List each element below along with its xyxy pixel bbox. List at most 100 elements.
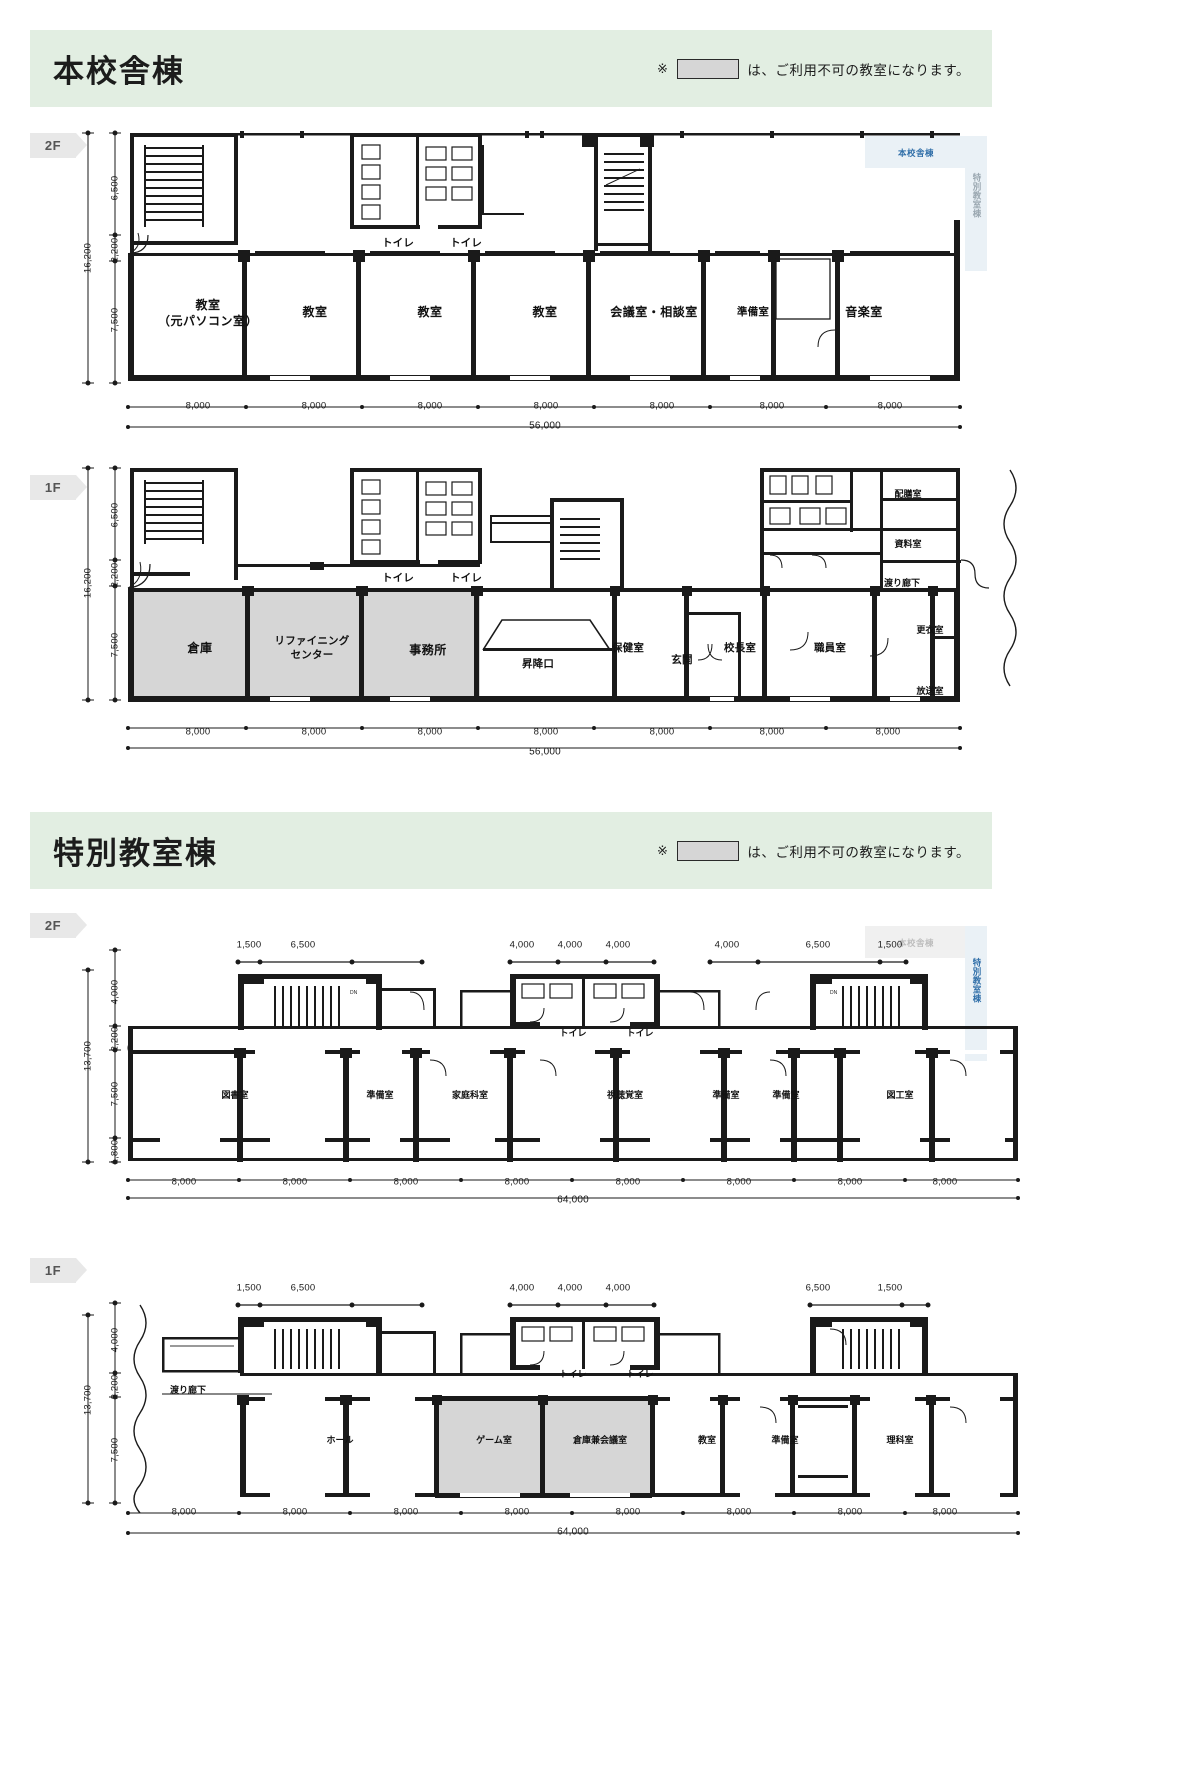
dim-main1f-vert-2: 7,500 (109, 632, 121, 658)
room-label-sp2f-1: 準備室 (366, 1089, 394, 1100)
dim-main1f-bay-4: 8,000 (649, 726, 675, 738)
dim-main1f-vert-total: 16,200 (82, 567, 94, 599)
room-label-main1f-5: 玄関 (671, 653, 693, 666)
room-label-main1f-0: 倉庫 (187, 640, 213, 655)
svg-text:DN: DN (350, 990, 358, 996)
keymap-label-special-2: 特別教室棟 (972, 958, 982, 1003)
note-mark-icon-2: ※ (656, 842, 669, 858)
floor-tag-special-1f[interactable]: 1F (30, 1258, 87, 1283)
room-label-main1f-2: 事務所 (409, 642, 447, 657)
room-label-sp2f-0: 図書室 (221, 1089, 249, 1100)
unavailable-swatch-2 (677, 840, 740, 861)
dim-sp1f-top-4: 4,000 (605, 1282, 631, 1294)
room-label-main1f-10: 渡り廊下 (883, 577, 921, 588)
room-label-main1f-8: 配膳室 (894, 488, 922, 499)
dim-sp1f-vert-0: 4,000 (109, 1327, 121, 1353)
dim-sp2f-bay-1: 8,000 (282, 1176, 308, 1188)
room-label-main2f-0: 教室 （元パソコン室） (157, 297, 259, 328)
room-label-sp1f-3: 倉庫兼会議室 (572, 1434, 628, 1445)
dim-sp2f-vert-1: 2,200 (109, 1026, 121, 1052)
keymap-label-main-2: 本校舎棟 (898, 938, 935, 948)
dim-sp1f-top-1: 6,500 (290, 1282, 316, 1294)
dim-main2f-bay-3: 8,000 (533, 400, 559, 412)
unavailable-swatch (677, 58, 740, 79)
dim-sp1f-bay-7: 8,000 (932, 1506, 958, 1518)
dim-main2f-vert-2: 7,500 (109, 307, 121, 333)
dim-main1f-total-width: 56,000 (529, 746, 561, 758)
keymap-main-building: 本校舎棟 特別教室棟 (865, 128, 995, 278)
room-label-main1f-3: 昇降口 (521, 657, 555, 670)
dim-main2f-total-width: 56,000 (529, 420, 561, 432)
room-label-main2f-1: 教室 (302, 304, 328, 319)
dim-sp2f-vert-3: 1,800 (109, 1139, 121, 1165)
room-label-main1f-4: 保健室 (611, 641, 645, 654)
dim-sp2f-top-1: 6,500 (290, 939, 316, 951)
dim-sp2f-vert-0: 4,000 (109, 979, 121, 1005)
room-label-main1f-6: 校長室 (723, 641, 757, 654)
dim-sp1f-bay-3: 8,000 (504, 1506, 530, 1518)
room-label-main2f-6: 音楽室 (845, 304, 883, 319)
section-title-special-building: 特別教室棟 (53, 836, 218, 871)
legend-note-main-building: ※ は、ご利用不可の教室になります。 (657, 58, 970, 79)
dim-main1f-bay-2: 8,000 (417, 726, 443, 738)
keymap-box-main (865, 136, 973, 168)
room-label-main1f-1: リファイニング センター (274, 634, 350, 661)
note-text: は、ご利用不可の教室になります。 (747, 62, 970, 78)
room-label-main2f-4: 会議室・相談室 (610, 304, 698, 319)
room-label-main2f-3: 教室 (532, 304, 558, 319)
room-label-sp1f-2: ゲーム室 (476, 1434, 512, 1445)
room-label-sp1f-5: 準備室 (771, 1434, 799, 1445)
dim-main1f-vert-1: 2,200 (109, 562, 121, 588)
dim-sp1f-total-width: 64,000 (557, 1526, 589, 1538)
floor-tag-main-2f[interactable]: 2F (30, 133, 87, 158)
room-label-main1f-7: 職員室 (813, 641, 847, 654)
keymap-box-special (965, 136, 987, 271)
dim-sp1f-top-5: 6,500 (805, 1282, 831, 1294)
note-text-2: は、ご利用不可の教室になります。 (747, 844, 970, 860)
dim-main2f-vert-1: 2,200 (109, 237, 121, 263)
dim-sp2f-top-3: 4,000 (557, 939, 583, 951)
dim-sp1f-top-0: 1,500 (236, 1282, 262, 1294)
room-label-main2f-2: 教室 (417, 304, 443, 319)
keymap-label-main: 本校舎棟 (898, 148, 935, 158)
room-label-sp2f-4: 準備室 (712, 1089, 740, 1100)
dim-sp2f-bay-7: 8,000 (932, 1176, 958, 1188)
room-label-main1f-11: 更衣室 (916, 624, 944, 635)
dim-main1f-bay-5: 8,000 (759, 726, 785, 738)
room-label-sp1f-toilet-1: トイレ (559, 1368, 587, 1379)
room-label-main2f-toilet-2: トイレ (449, 236, 483, 249)
dim-sp2f-bay-2: 8,000 (393, 1176, 419, 1188)
keymap-label-special: 特別教室棟 (972, 173, 982, 218)
dim-sp2f-top-7: 1,500 (877, 939, 903, 951)
dim-main2f-vert-0: 6,500 (109, 175, 121, 201)
room-label-sp1f-4: 教室 (697, 1434, 717, 1445)
dim-sp2f-vert-2: 7,500 (109, 1081, 121, 1107)
dim-sp2f-bay-3: 8,000 (504, 1176, 530, 1188)
dim-sp2f-bay-0: 8,000 (171, 1176, 197, 1188)
dim-sp1f-top-2: 4,000 (509, 1282, 535, 1294)
floor-tag-main-1f[interactable]: 1F (30, 475, 87, 500)
svg-text:DN: DN (830, 990, 838, 996)
dim-main2f-bay-1: 8,000 (301, 400, 327, 412)
room-label-main1f-toilet-2: トイレ (449, 571, 483, 584)
room-label-sp1f-toilet-2: トイレ (626, 1368, 654, 1379)
room-label-main1f-12: 放送室 (916, 685, 944, 696)
dim-main2f-bay-5: 8,000 (759, 400, 785, 412)
keymap-box-main-2 (865, 926, 973, 958)
floorplan-main-1f (70, 460, 1080, 780)
floorplan-special-1f (70, 1275, 1070, 1565)
dim-main2f-bay-0: 8,000 (185, 400, 211, 412)
dim-sp1f-bay-4: 8,000 (615, 1506, 641, 1518)
section-header-special-building: 特別教室棟 ※ は、ご利用不可の教室になります。 (30, 812, 992, 889)
dim-sp1f-top-6: 1,500 (877, 1282, 903, 1294)
dim-sp2f-bay-6: 8,000 (837, 1176, 863, 1188)
room-label-main1f-toilet-1: トイレ (381, 571, 415, 584)
floor-tag-special-2f[interactable]: 2F (30, 913, 87, 938)
dim-sp1f-top-3: 4,000 (557, 1282, 583, 1294)
dim-sp2f-total-width: 64,000 (557, 1194, 589, 1206)
room-label-sp1f-1: ホール (326, 1434, 354, 1445)
dim-main2f-bay-4: 8,000 (649, 400, 675, 412)
dim-sp1f-vert-total: 13,700 (82, 1384, 94, 1416)
room-label-sp2f-toilet-1: トイレ (559, 1027, 587, 1038)
dim-sp2f-top-4: 4,000 (605, 939, 631, 951)
